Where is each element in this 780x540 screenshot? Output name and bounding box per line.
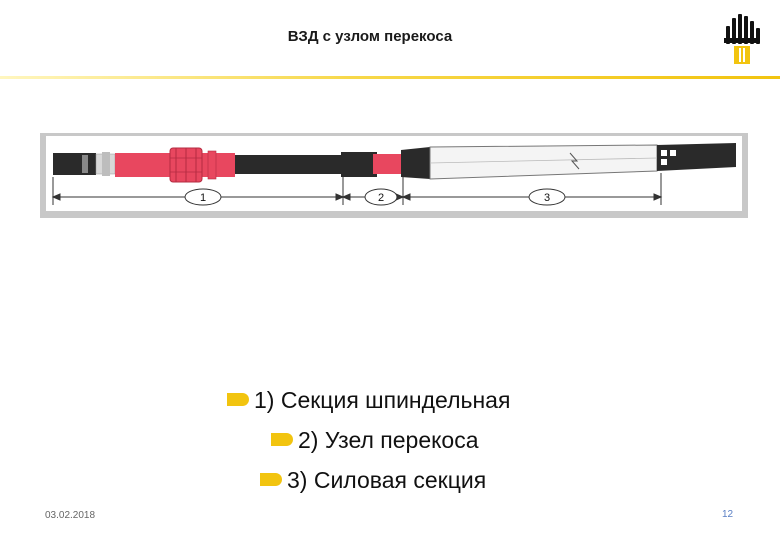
bent-sub (373, 154, 401, 174)
spindle-collar (207, 150, 217, 180)
bullet-icon (260, 473, 282, 487)
legend-item-power-section: 3) Силовая секция (260, 465, 486, 495)
section-label-1: 1 (184, 188, 222, 206)
title-underline (0, 76, 780, 79)
bullet-icon (271, 433, 293, 447)
section-label-2: 2 (364, 188, 398, 206)
break-mark (569, 152, 580, 170)
legend-item-spindle-label: 1) Секция шпиндельная (254, 387, 511, 413)
dark-tube (235, 155, 341, 174)
motor-diagram: 1 2 3 (40, 133, 748, 218)
sleeve-collar (102, 152, 110, 176)
footer-date: 03.02.2018 (45, 510, 96, 521)
dark-collar (341, 152, 377, 177)
legend-item-bent-sub: 2) Узел перекоса (271, 425, 479, 455)
bullet-icon (227, 393, 249, 407)
company-logo-icon (724, 14, 760, 64)
bit-ring (82, 155, 88, 173)
section-label-3-text: 3 (544, 192, 550, 204)
legend-item-spindle: 1) Секция шпиндельная (227, 385, 510, 415)
slide-title: ВЗД с узлом перекоса (287, 28, 453, 45)
bit-stub (53, 153, 96, 175)
top-sub (657, 143, 736, 171)
page-number: 12 (722, 509, 734, 520)
section-label-3: 3 (528, 188, 566, 206)
legend-item-bent-sub-label: 2) Узел перекоса (298, 427, 479, 453)
section-label-2-text: 2 (378, 192, 384, 204)
legend-item-power-section-label: 3) Силовая секция (287, 467, 487, 493)
section-label-1-text: 1 (200, 192, 206, 204)
